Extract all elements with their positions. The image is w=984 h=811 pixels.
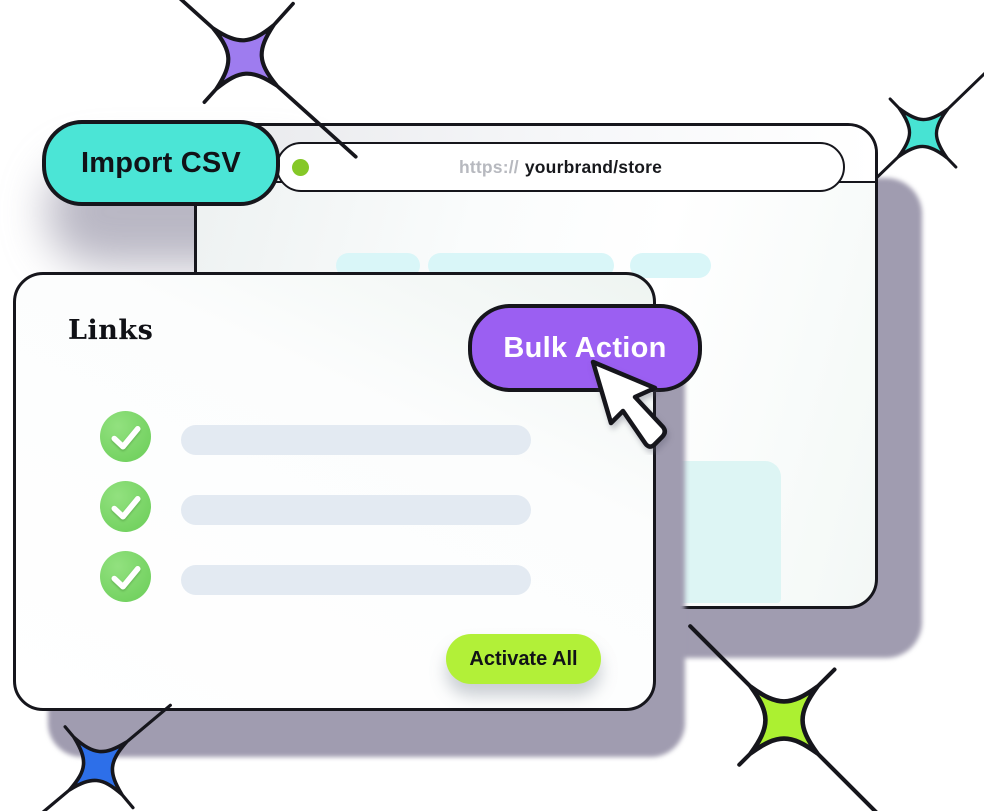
cursor-icon (590, 359, 667, 449)
check-circle[interactable] (100, 411, 151, 462)
link-placeholder-bar (181, 495, 531, 525)
sparkle-lime-icon (688, 624, 895, 811)
check-circle[interactable] (100, 481, 151, 532)
connection-dot-icon (292, 158, 309, 176)
url-scheme: https:// (458, 156, 519, 177)
sparkle-blue-icon (19, 703, 172, 811)
import-csv-button[interactable]: Import CSV (42, 120, 280, 206)
sparkle-teal-icon (841, 62, 984, 212)
links-card: Links Activate All (13, 272, 656, 711)
import-csv-label: Import CSV (81, 146, 241, 179)
check-circle[interactable] (100, 551, 151, 602)
url-path: yourbrand/store (524, 156, 663, 177)
url-text: https://yourbrand/store (459, 157, 662, 178)
check-icon (111, 426, 141, 450)
placeholder-chip (630, 253, 711, 278)
bulk-action-button[interactable]: Bulk Action (468, 304, 702, 392)
link-placeholder-bar (181, 425, 531, 455)
sparkle-purple-icon (166, 0, 358, 159)
card-title: Links (68, 315, 154, 346)
url-bar[interactable]: https://yourbrand/store (276, 142, 845, 192)
activate-all-button[interactable]: Activate All (446, 634, 601, 684)
link-placeholder-bar (181, 565, 531, 595)
check-icon (111, 566, 141, 590)
bulk-action-label: Bulk Action (503, 331, 667, 364)
check-icon (111, 496, 141, 520)
